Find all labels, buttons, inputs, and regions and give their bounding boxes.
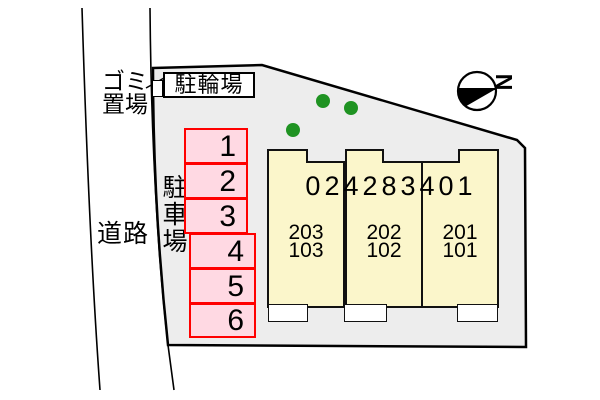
entrance-door-right xyxy=(457,304,498,322)
unit-label-left: 203 103 xyxy=(268,221,344,262)
tree-icon xyxy=(316,94,330,108)
tree-icon xyxy=(344,101,358,115)
unit-label-right: 201 101 xyxy=(422,221,498,262)
entrance-door-left xyxy=(268,304,308,322)
building-unit-block-right xyxy=(421,149,499,308)
unit-upper-number: 203 xyxy=(288,221,324,244)
tree-icon xyxy=(286,123,300,137)
garbage-label-line2: 置場 xyxy=(102,91,148,117)
unit-lower-number: 103 xyxy=(288,239,324,262)
compass-north-icon xyxy=(456,70,498,112)
road-edge-line-left xyxy=(81,7,101,391)
unit-label-middle: 202 102 xyxy=(346,221,422,262)
bicycle-parking-box: 駐輪場 xyxy=(163,72,255,98)
unit-lower-number: 102 xyxy=(366,239,402,262)
garbage-area-box xyxy=(152,80,163,97)
entrance-door-middle xyxy=(344,304,387,322)
bicycle-parking-label: 駐輪場 xyxy=(174,72,244,97)
unit-upper-number: 202 xyxy=(366,221,402,244)
compass-north-label: N xyxy=(491,73,517,91)
parking-space-3: 3 xyxy=(184,198,248,234)
unit-upper-number: 201 xyxy=(442,221,478,244)
parking-space-1: 1 xyxy=(184,128,248,164)
road-label: 道路 xyxy=(97,220,150,248)
parking-space-2: 2 xyxy=(184,163,248,199)
garbage-label-line1: ゴミ xyxy=(102,68,148,94)
parking-space-5: 5 xyxy=(189,268,256,304)
parking-space-6: 6 xyxy=(189,303,256,338)
parking-space-4: 4 xyxy=(189,233,256,269)
parking-lot-label: 駐車場 xyxy=(159,174,187,255)
unit-lower-number: 101 xyxy=(442,239,478,262)
building-id-label: 024283401 xyxy=(305,171,477,201)
